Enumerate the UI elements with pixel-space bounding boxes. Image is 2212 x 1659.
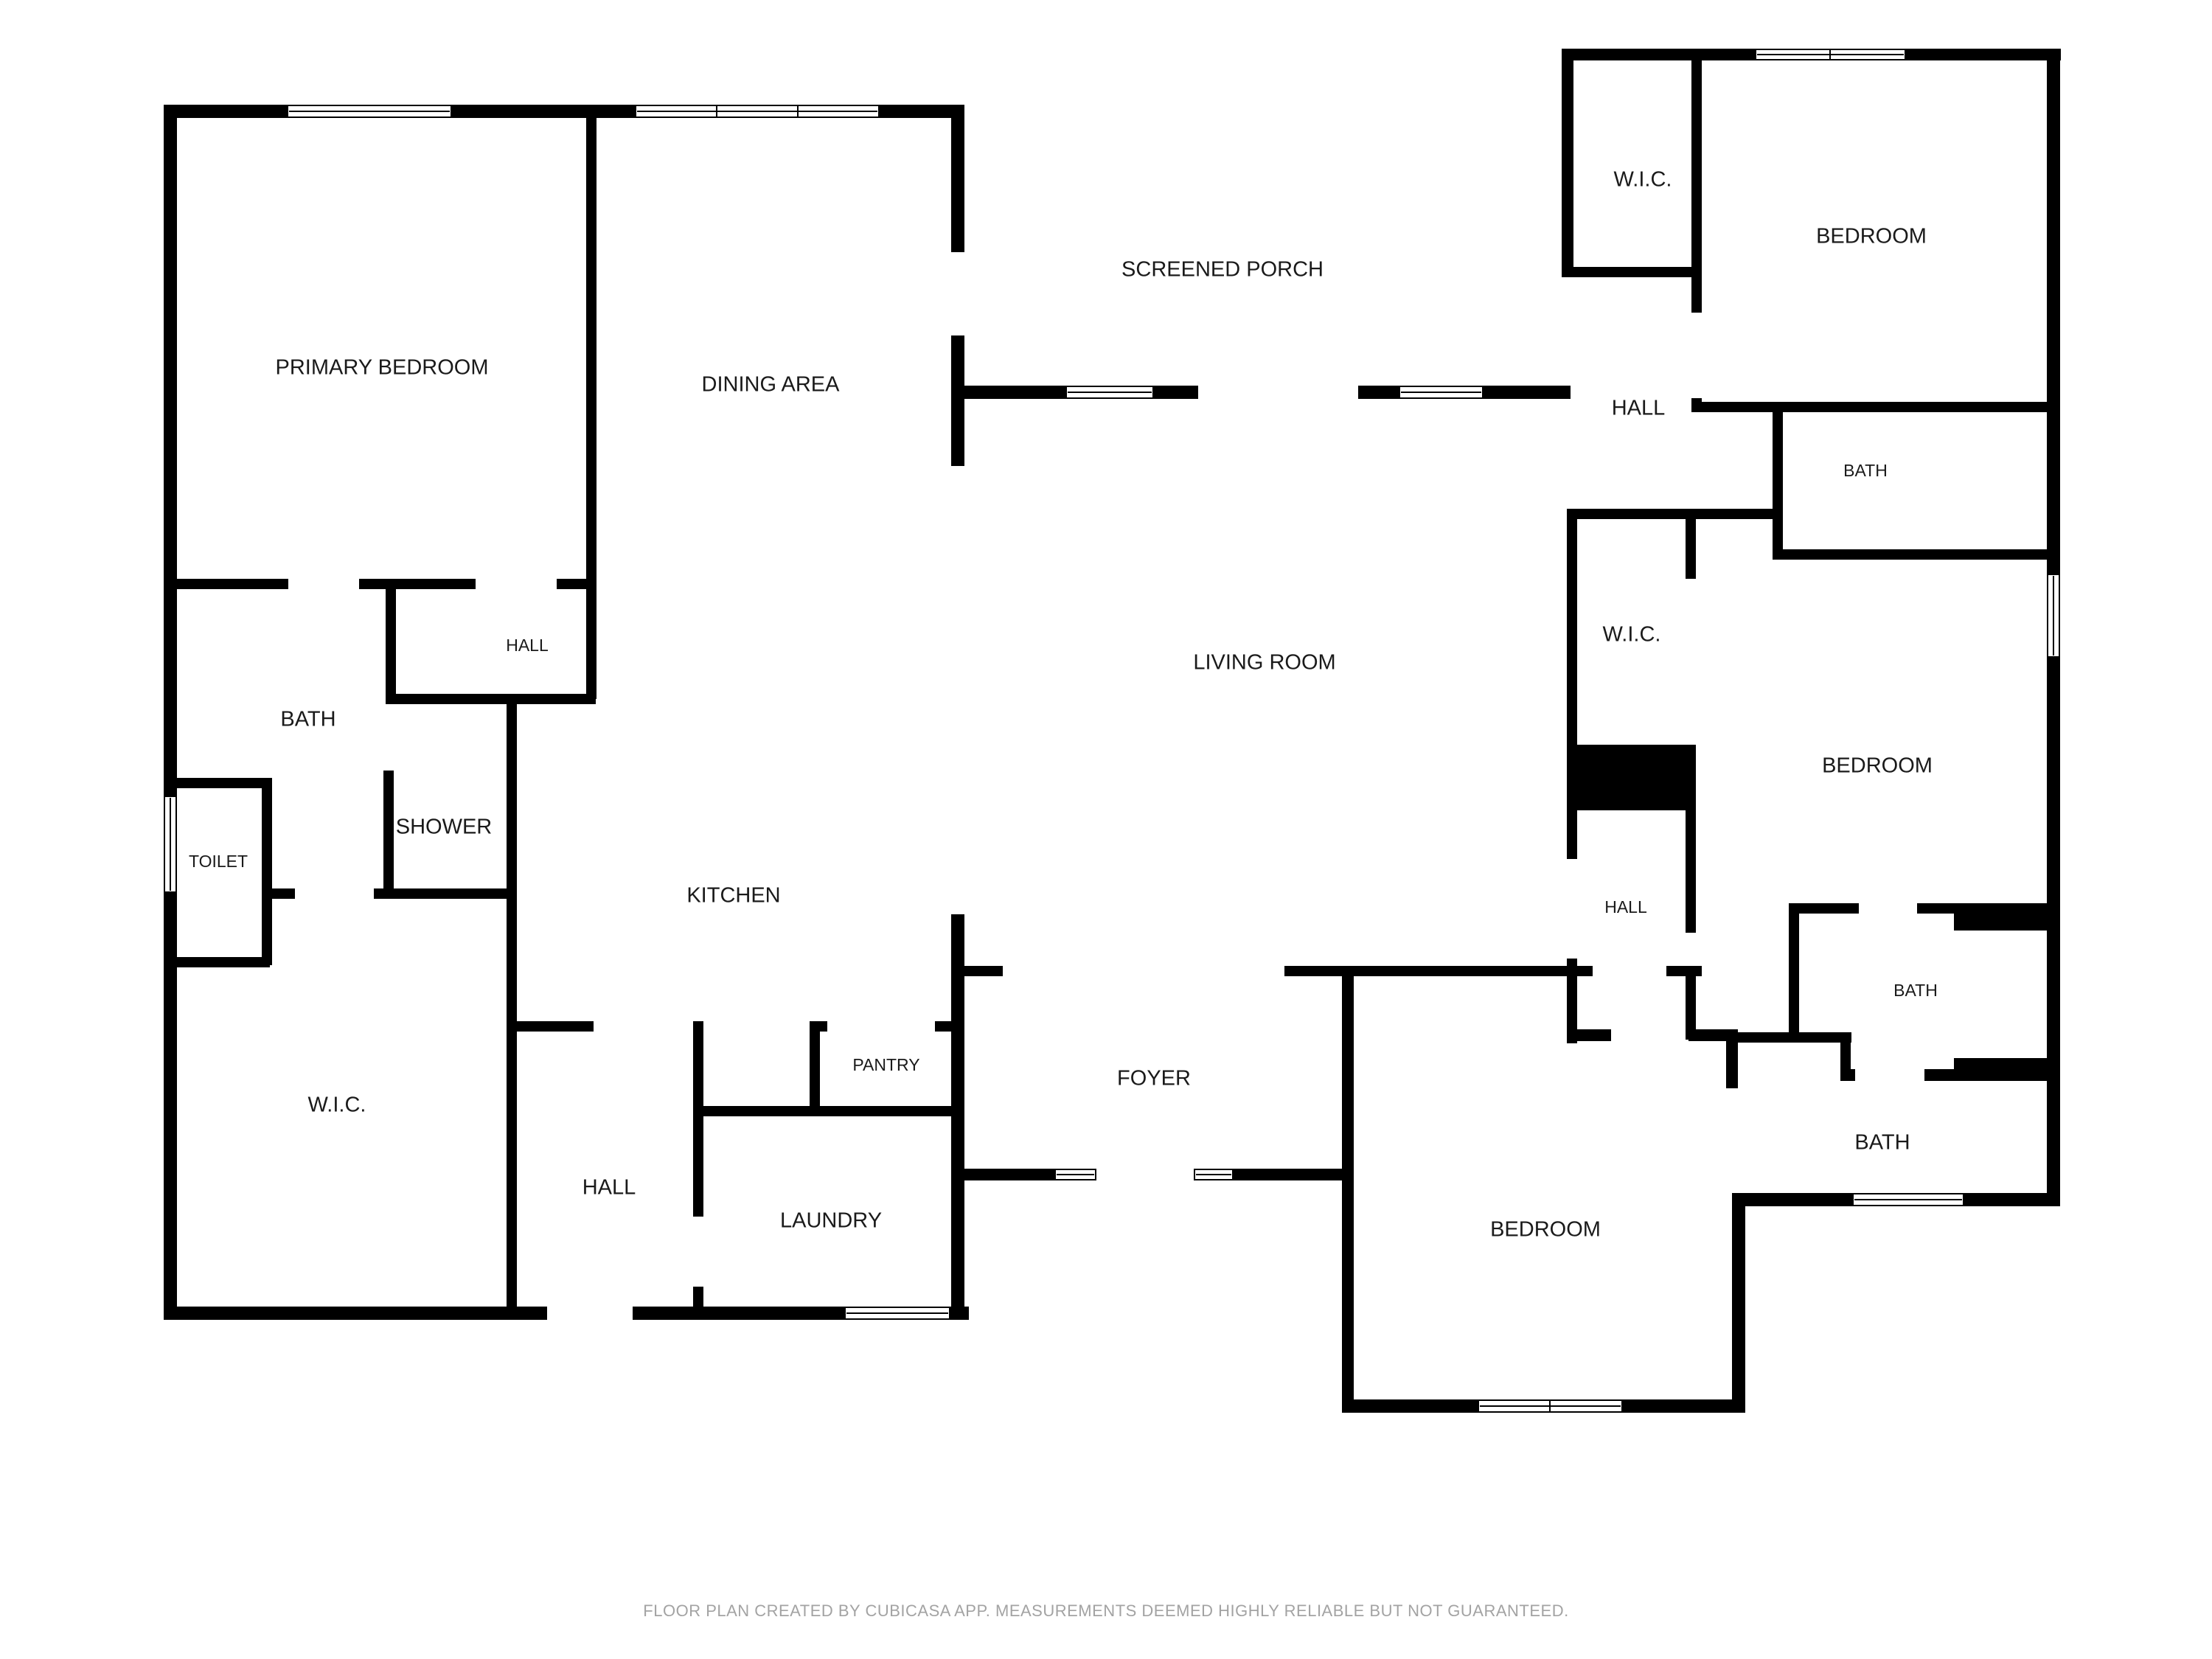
windows xyxy=(164,49,2060,1413)
room-wic-left: W.I.C. xyxy=(308,1093,366,1117)
room-hall-bottom: HALL xyxy=(582,1176,636,1200)
room-laundry: LAUNDRY xyxy=(780,1209,882,1233)
room-bedroom-bottom: BEDROOM xyxy=(1490,1218,1601,1242)
room-pantry: PANTRY xyxy=(852,1055,919,1074)
room-hall-small: HALL xyxy=(506,636,549,655)
room-hall-mid-right: HALL xyxy=(1604,897,1647,917)
room-hall-top-right: HALL xyxy=(1612,397,1666,420)
room-wic-top: W.I.C. xyxy=(1614,168,1672,192)
room-labels: PRIMARY BEDROOM DINING AREA SCREENED POR… xyxy=(189,168,1938,1242)
room-bath-left: BATH xyxy=(280,708,335,731)
room-bath-low-right: BATH xyxy=(1854,1131,1910,1155)
footer-disclaimer: FLOOR PLAN CREATED BY CUBICASA APP. MEAS… xyxy=(643,1601,1569,1620)
room-bath-mid-right: BATH xyxy=(1893,981,1938,1000)
room-toilet: TOILET xyxy=(189,852,248,871)
room-wic-mid: W.I.C. xyxy=(1603,623,1661,647)
room-bath-top-right: BATH xyxy=(1843,461,1888,480)
room-foyer: FOYER xyxy=(1117,1067,1191,1091)
walls xyxy=(164,49,2061,1413)
room-kitchen: KITCHEN xyxy=(686,884,780,908)
room-primary-bedroom: PRIMARY BEDROOM xyxy=(276,356,489,380)
room-dining-area: DINING AREA xyxy=(702,373,841,397)
room-shower: SHOWER xyxy=(396,815,493,839)
room-screened-porch: SCREENED PORCH xyxy=(1121,258,1324,282)
room-bedroom-top: BEDROOM xyxy=(1816,225,1927,248)
room-living-room: LIVING ROOM xyxy=(1193,651,1335,675)
room-bedroom-mid: BEDROOM xyxy=(1822,754,1933,778)
